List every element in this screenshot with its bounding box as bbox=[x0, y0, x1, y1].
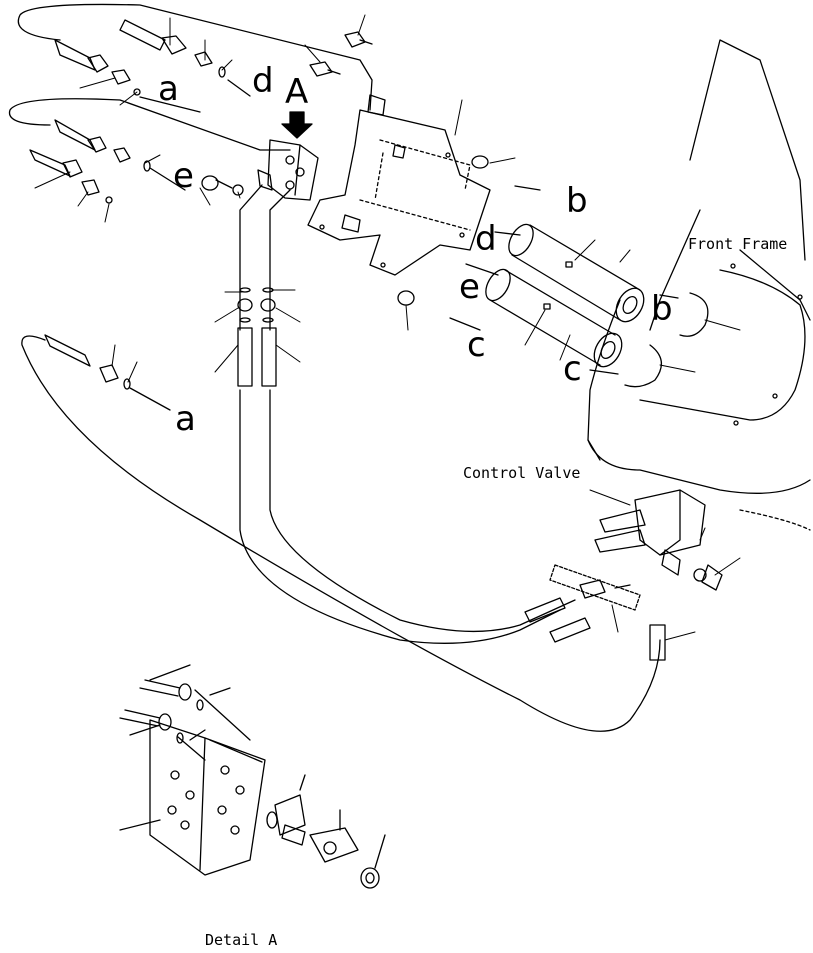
nut-top-right bbox=[471, 155, 489, 169]
detail-a-arrow bbox=[281, 111, 313, 139]
mounting-bracket bbox=[307, 94, 491, 276]
label-detail-a: Detail A bbox=[205, 931, 277, 948]
e-bolt bbox=[201, 175, 244, 196]
control-valve bbox=[594, 489, 723, 591]
callout-a-bottom: a bbox=[175, 399, 196, 439]
fitting-lower-3 bbox=[649, 624, 666, 661]
callout-b-right: b bbox=[651, 289, 673, 329]
fitting-group-mid bbox=[29, 119, 151, 204]
leader-lines bbox=[34, 14, 741, 641]
label-arrow-a: A bbox=[285, 72, 308, 112]
hose-loop-mid bbox=[8, 98, 291, 151]
callout-c-right: c bbox=[563, 349, 582, 389]
bolt-top bbox=[309, 31, 373, 77]
cylinder-upper bbox=[508, 223, 645, 323]
callout-d-mid: d bbox=[475, 219, 497, 259]
callout-d-top: d bbox=[252, 61, 274, 101]
callout-a-top: a bbox=[158, 69, 179, 109]
diagram-labels: Front Frame Control Valve Detail A A a a… bbox=[158, 61, 787, 949]
fitting-group-lower bbox=[44, 334, 131, 390]
label-control-valve: Control Valve bbox=[463, 464, 580, 482]
callout-b-top: b bbox=[566, 181, 588, 221]
callout-arrows bbox=[129, 79, 679, 411]
fitting-lower-1 bbox=[524, 597, 566, 623]
fitting-stack bbox=[237, 287, 277, 387]
u-hose-b bbox=[679, 292, 709, 337]
hose-clamp-bracket bbox=[549, 564, 641, 611]
junction-block bbox=[257, 139, 319, 201]
fitting-lower-2 bbox=[549, 617, 591, 643]
hose-lower-inner2 bbox=[269, 389, 576, 633]
hose-lower-inner bbox=[239, 389, 561, 644]
cylinder-lower bbox=[485, 268, 623, 368]
hose-loop-top bbox=[17, 3, 373, 111]
detail-a-drawing bbox=[119, 664, 386, 889]
u-hose-c bbox=[624, 344, 662, 388]
nut-mid bbox=[397, 290, 415, 306]
hose-lower-long bbox=[21, 335, 661, 732]
fitting-group-top bbox=[54, 19, 226, 96]
front-frame-outline bbox=[587, 39, 811, 531]
callout-e-mid: e bbox=[459, 267, 480, 307]
callout-e-left: e bbox=[173, 156, 194, 196]
callout-c-mid: c bbox=[467, 325, 486, 365]
label-front-frame: Front Frame bbox=[688, 235, 787, 253]
